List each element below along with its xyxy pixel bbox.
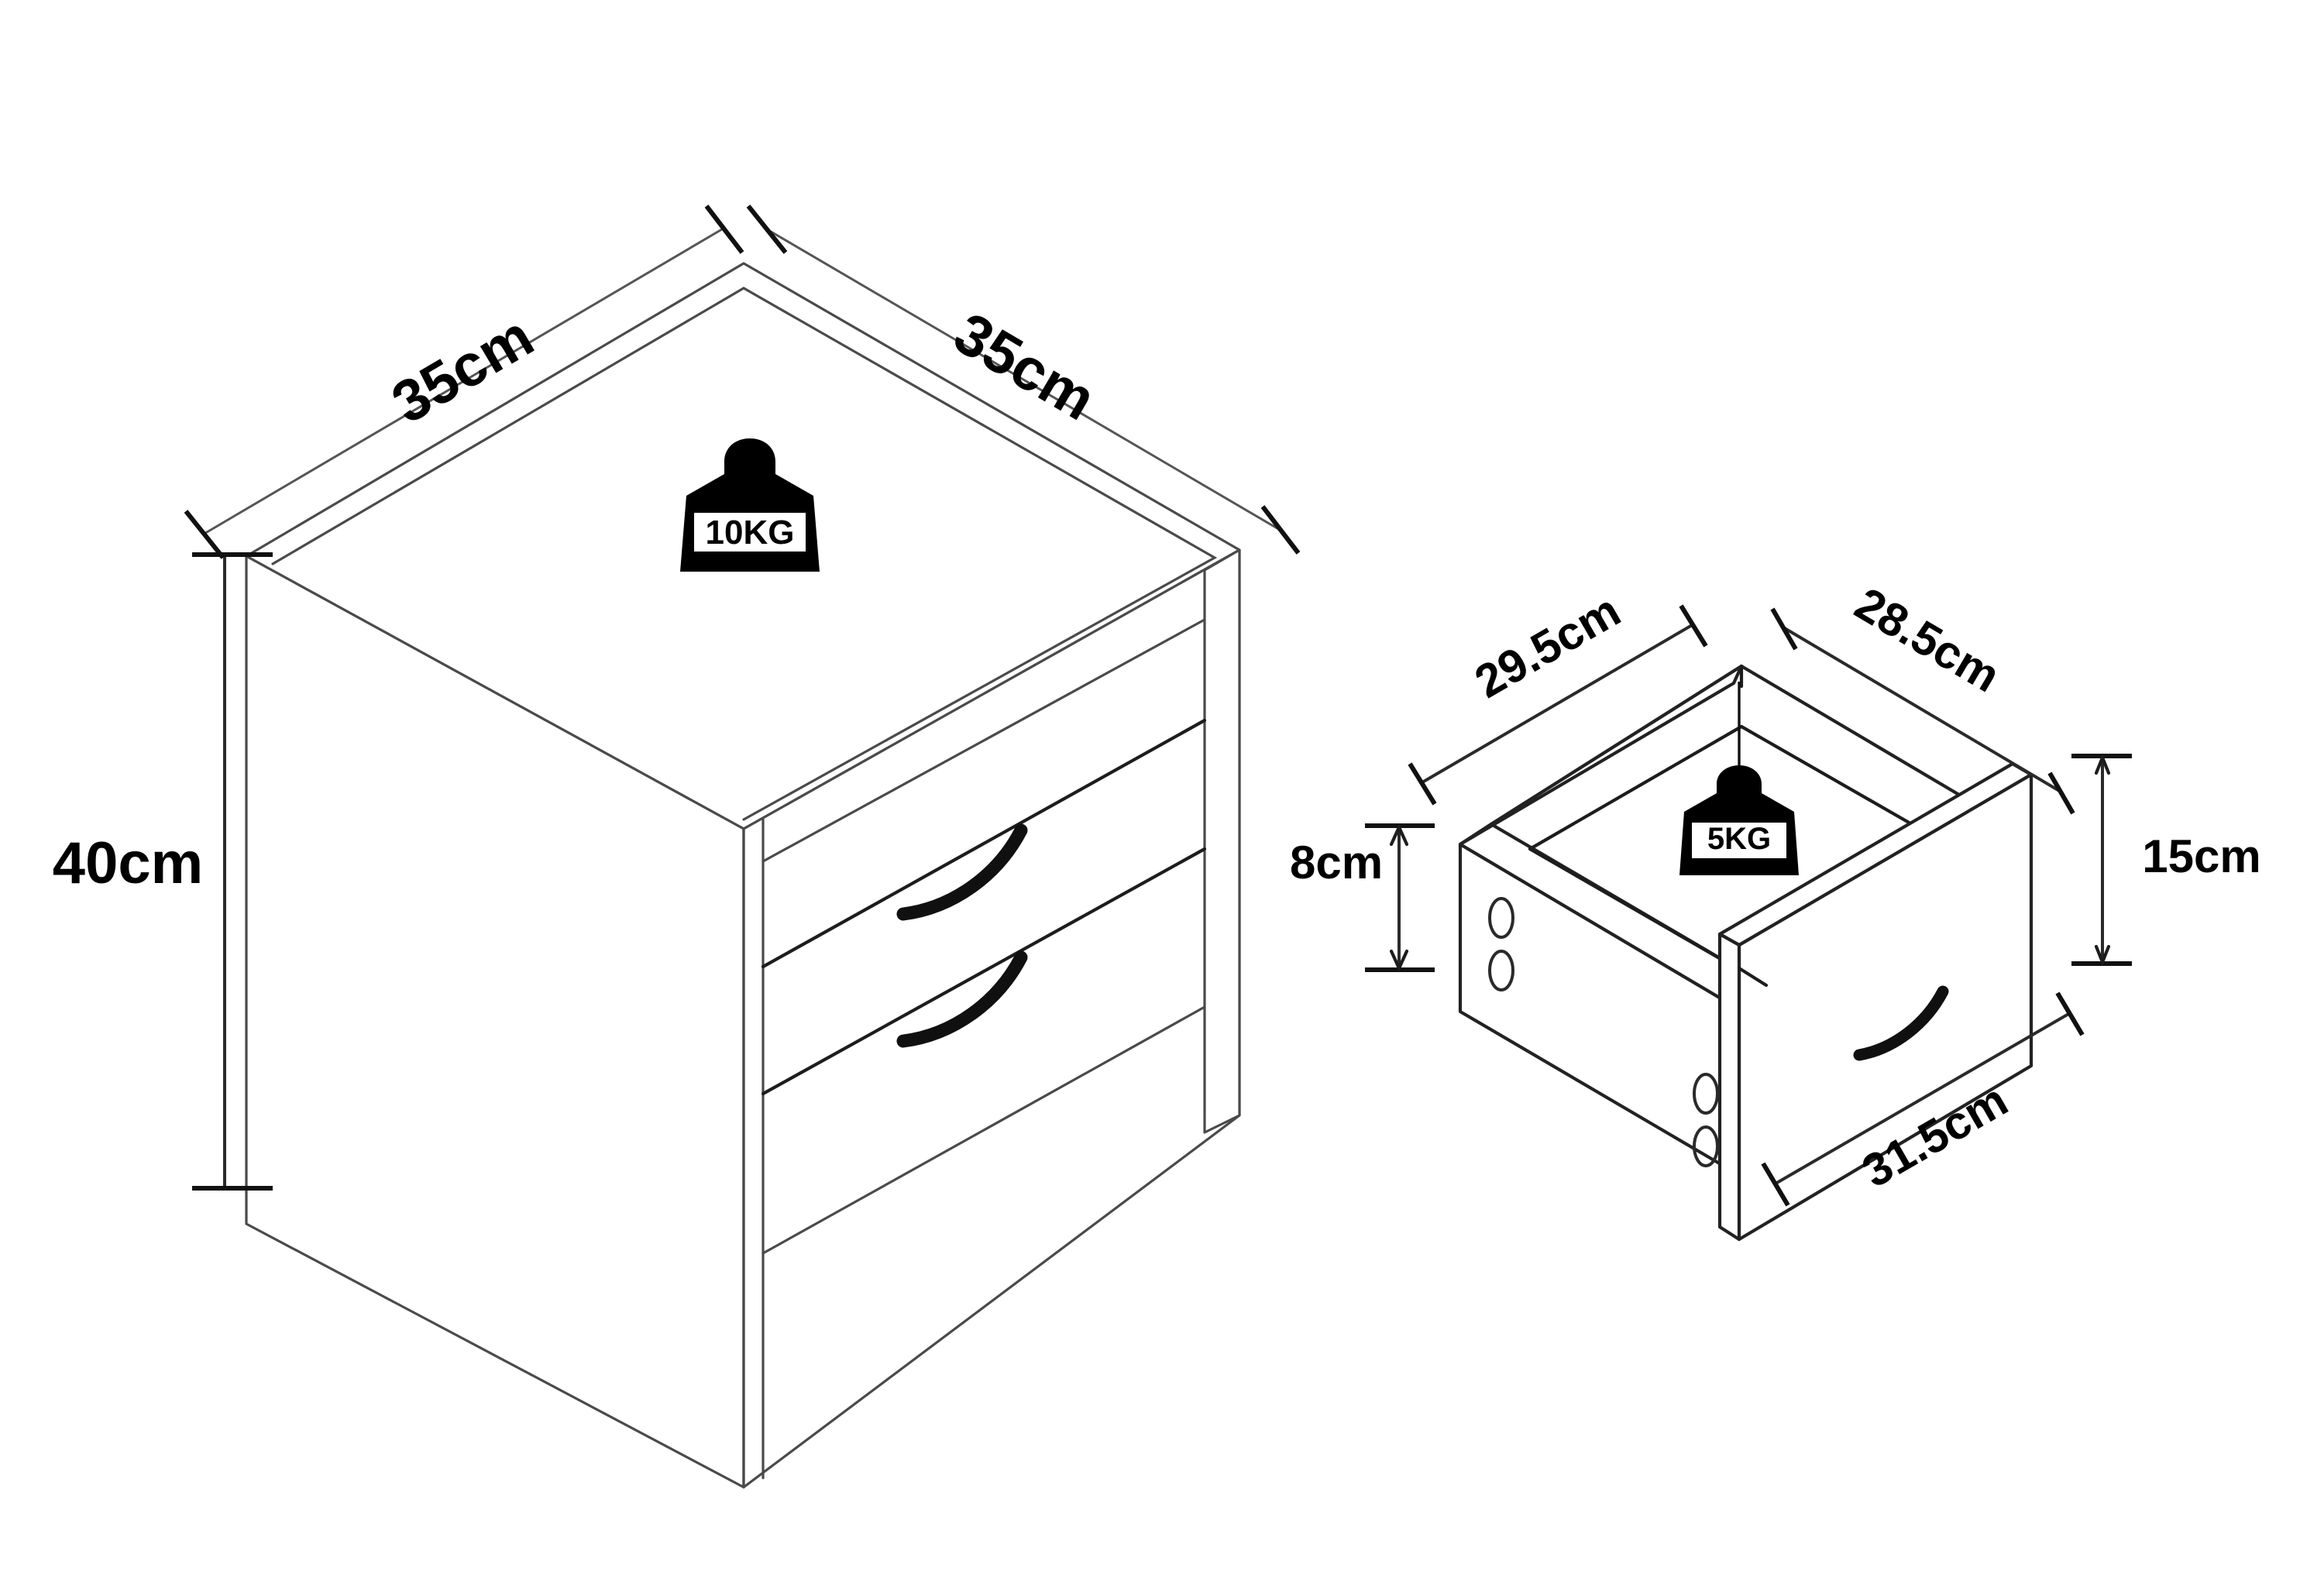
dim-tick-285-start [1770, 607, 1798, 651]
dim-line-285 [1782, 626, 2062, 793]
drawer-handle-upper-icon [896, 823, 1028, 921]
weight-10kg-label: 10KG [706, 514, 795, 552]
dim-tick-35-right-end [1260, 505, 1301, 555]
dim-arrow-8-bottom [1389, 949, 1409, 973]
dim-line-315 [1774, 1012, 2071, 1185]
dim-label-40: 40cm [53, 830, 203, 896]
dim-label-8: 8cm [1290, 837, 1383, 888]
dim-label-285: 28.5cm [1847, 577, 2009, 702]
cabinet-drawer-seam-2 [761, 847, 1207, 1096]
cabinet-right-stile [1203, 548, 1241, 1134]
cabinet-top-rim [271, 287, 1218, 821]
dim-line-35-right [766, 228, 1281, 531]
dim-line-35-left [202, 228, 723, 536]
dim-arrow-15-top [2094, 753, 2111, 775]
dim-label-15: 15cm [2142, 830, 2260, 882]
weight-10kg-icon [680, 438, 820, 572]
screw-hole-1 [1488, 897, 1514, 939]
dim-arrow-8-top [1389, 823, 1409, 847]
drawer-inner-rim-left [1528, 724, 1744, 851]
dim-tick-315-start [1761, 1162, 1790, 1207]
weight-5kg-icon [1679, 765, 1799, 875]
screw-hole-4 [1693, 1125, 1719, 1167]
dim-tick-315-end [2055, 991, 2085, 1036]
drawer-figure: 5KG [1290, 577, 2261, 1242]
cabinet-drawer-divider-1 [761, 618, 1206, 863]
drawer-detail-handle-icon [1853, 985, 1949, 1061]
cabinet-bottom-rail [761, 1005, 1206, 1255]
drawer-inner-bottom-back [1737, 966, 1769, 988]
dim-tick-35-right-start [746, 204, 788, 254]
cabinet-figure: 10KG 35cm 35cm 40cm [53, 204, 1301, 1489]
dim-label-295: 29.5cm [1466, 584, 1629, 708]
screw-hole-2 [1488, 950, 1514, 991]
dim-tick-285-end [2047, 771, 2075, 815]
dim-arrow-15-bottom [2094, 944, 2111, 967]
dim-tick-295-start [1408, 762, 1437, 806]
dim-line-295 [1421, 623, 1695, 784]
drawer-front-left-return [1717, 932, 1741, 1242]
drawer-handle-lower-icon [896, 950, 1028, 1048]
screw-hole-3 [1693, 1073, 1719, 1115]
weight-5kg-label: 5KG [1707, 822, 1771, 856]
dim-tick-295-end [1679, 604, 1708, 648]
dim-tick-35-left-end [704, 204, 744, 254]
dim-tick-35-left-start [184, 510, 225, 559]
cabinet-drawer-seam-1 [761, 718, 1207, 969]
